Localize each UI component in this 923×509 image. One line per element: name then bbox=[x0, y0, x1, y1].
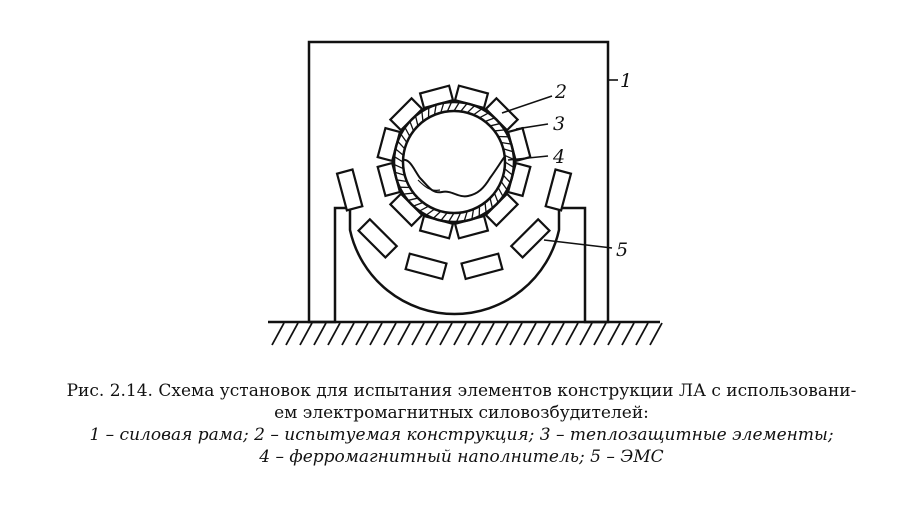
caption-title: Рис. 2.14. Схема установок для испытания… bbox=[66, 381, 857, 401]
ems-block bbox=[356, 217, 399, 260]
ems-electromagnets bbox=[335, 168, 573, 281]
caption-legend-2: 4 – ферромагнитный наполнитель; 5 – ЭМС bbox=[259, 447, 664, 467]
ring-hatching bbox=[393, 101, 515, 223]
test-setup-diagram: 1 2 3 4 5 bbox=[268, 40, 663, 346]
ems-block bbox=[544, 168, 573, 212]
ground-base bbox=[268, 320, 663, 346]
ems-block bbox=[460, 252, 504, 281]
figure-caption: Рис. 2.14. Схема установок для испытания… bbox=[0, 380, 923, 468]
ems-block bbox=[509, 217, 552, 260]
leader-lines bbox=[501, 79, 618, 249]
ems-block bbox=[335, 168, 364, 212]
label-2: 2 bbox=[554, 81, 567, 103]
tested-structure-ring bbox=[392, 100, 516, 224]
ferromagnetic-filler bbox=[403, 148, 505, 213]
thermal-protective-elements bbox=[376, 84, 532, 240]
label-4: 4 bbox=[552, 146, 565, 168]
caption-legend-1: 1 – силовая рама; 2 – испытуемая констру… bbox=[89, 425, 834, 445]
label-5: 5 bbox=[616, 239, 628, 261]
label-3: 3 bbox=[553, 113, 565, 135]
label-1: 1 bbox=[620, 70, 632, 92]
ems-block bbox=[404, 252, 448, 281]
power-frame bbox=[307, 40, 610, 324]
caption-title-cont: ем электромагнитных силовозбудителей: bbox=[274, 403, 649, 423]
